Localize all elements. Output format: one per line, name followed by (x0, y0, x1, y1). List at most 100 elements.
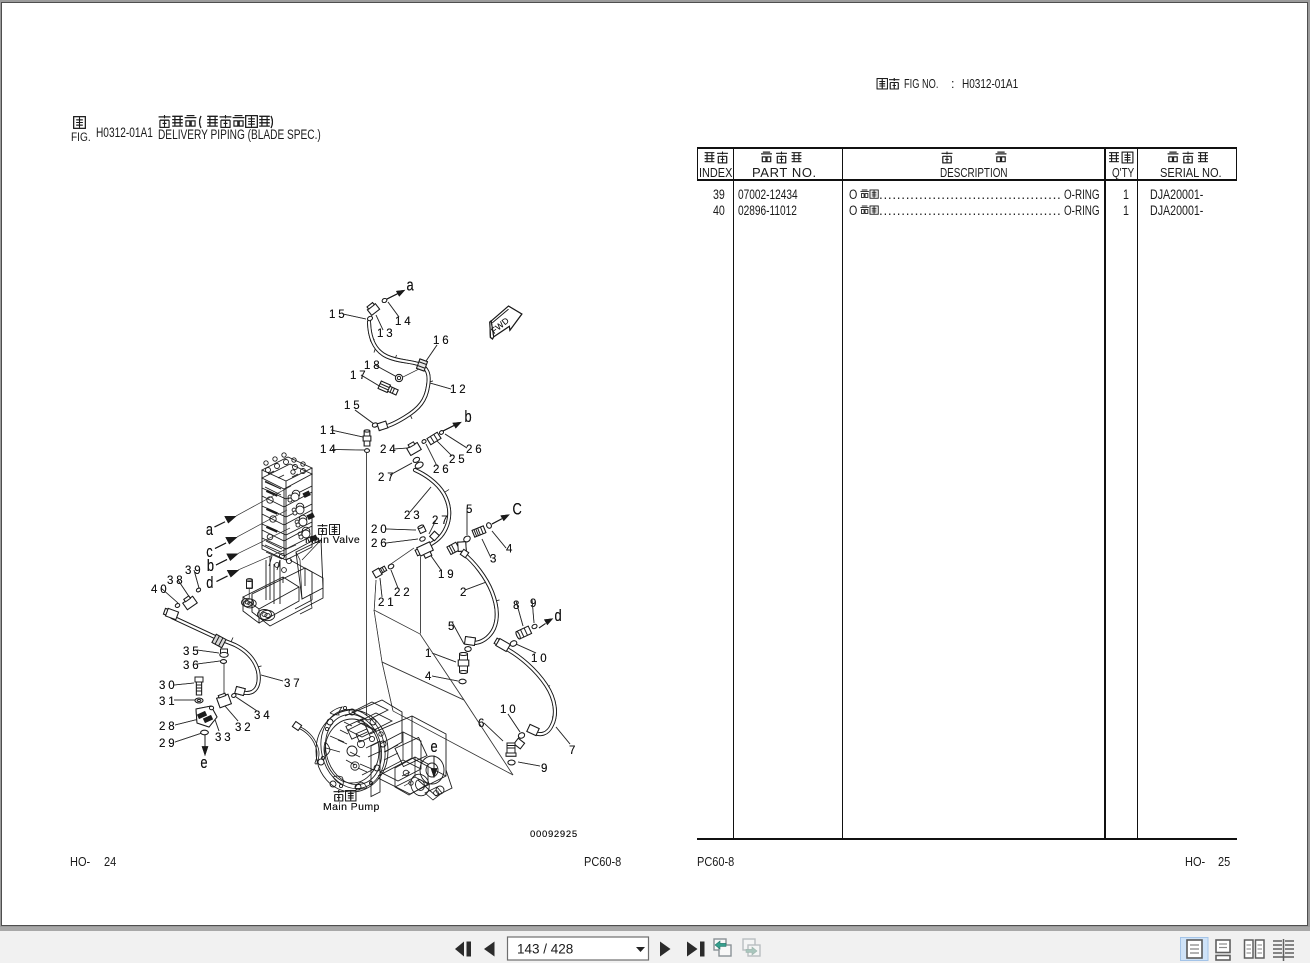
svg-text:3: 3 (490, 554, 496, 566)
svg-text:3 3: 3 3 (215, 732, 230, 744)
svg-text:d: d (206, 575, 213, 593)
svg-text:7: 7 (569, 745, 575, 757)
svg-text:3 8: 3 8 (167, 575, 182, 587)
svg-text:2 8: 2 8 (159, 721, 174, 733)
svg-text:d: d (206, 575, 213, 593)
svg-text:2 1: 2 1 (378, 597, 393, 609)
svg-text:1 1: 1 1 (320, 425, 335, 437)
svg-text:2 8: 2 8 (159, 721, 174, 733)
svg-text:3: 3 (490, 554, 496, 566)
svg-text:4: 4 (425, 671, 432, 683)
svg-text:5: 5 (448, 621, 454, 633)
svg-text:2 0: 2 0 (371, 524, 386, 536)
svg-text:1 5: 1 5 (344, 400, 359, 412)
svg-text:3 5: 3 5 (183, 646, 198, 658)
svg-text:2 3: 2 3 (404, 510, 419, 522)
svg-text:1 3: 1 3 (377, 328, 392, 340)
svg-text:2 2: 2 2 (394, 587, 409, 599)
svg-text:4 0: 4 0 (151, 584, 166, 596)
svg-text:1 9: 1 9 (438, 569, 453, 581)
svg-text:Main Valve: Main Valve (305, 534, 360, 546)
svg-text:9: 9 (530, 598, 536, 610)
svg-text:C: C (513, 501, 523, 519)
svg-text:c: c (206, 544, 212, 562)
svg-text:1 4: 1 4 (395, 316, 411, 328)
svg-text:1 8: 1 8 (364, 360, 379, 372)
svg-text:2 6: 2 6 (433, 464, 448, 476)
svg-text:3 2: 3 2 (235, 722, 250, 734)
svg-text:d: d (555, 608, 562, 626)
svg-text:3 8: 3 8 (167, 575, 182, 587)
svg-text:1 9: 1 9 (438, 569, 453, 581)
svg-text:3 1: 3 1 (159, 696, 174, 708)
svg-text:1 2: 1 2 (450, 384, 465, 396)
svg-text:8: 8 (513, 600, 519, 612)
svg-text:4: 4 (506, 544, 513, 556)
svg-text:b: b (465, 409, 472, 427)
svg-text:2 7: 2 7 (432, 515, 447, 527)
svg-text:1: 1 (425, 648, 431, 660)
svg-text:1 6: 1 6 (433, 335, 448, 347)
svg-text:a: a (206, 522, 214, 540)
svg-text:e: e (200, 755, 207, 773)
svg-text:1 4: 1 4 (320, 444, 336, 456)
svg-text:2 3: 2 3 (404, 510, 419, 522)
svg-text:3 2: 3 2 (235, 722, 250, 734)
svg-text:1 3: 1 3 (377, 328, 392, 340)
svg-text:3 4: 3 4 (254, 710, 270, 722)
svg-text:2: 2 (460, 587, 466, 599)
svg-text:2 1: 2 1 (378, 597, 393, 609)
svg-text:2 6: 2 6 (371, 538, 386, 550)
svg-text:b: b (465, 409, 472, 427)
svg-text:3 6: 3 6 (183, 660, 198, 672)
svg-text:b: b (207, 558, 214, 576)
svg-text:2 7: 2 7 (432, 515, 447, 527)
svg-text:3 7: 3 7 (284, 678, 299, 690)
svg-text:1 0: 1 0 (531, 653, 546, 665)
svg-text:1 4: 1 4 (395, 316, 411, 328)
svg-text:e: e (431, 739, 438, 757)
svg-text:2 0: 2 0 (371, 524, 386, 536)
svg-text:1 7: 1 7 (350, 370, 365, 382)
svg-text:3 0: 3 0 (159, 680, 174, 692)
svg-text:3 0: 3 0 (159, 680, 174, 692)
svg-text:2 6: 2 6 (371, 538, 386, 550)
svg-text:1 4: 1 4 (320, 444, 336, 456)
svg-text:a: a (407, 277, 415, 295)
svg-text:3 6: 3 6 (183, 660, 198, 672)
svg-text:a: a (407, 277, 415, 295)
svg-text:2 9: 2 9 (159, 738, 174, 750)
svg-text:2 2: 2 2 (394, 587, 409, 599)
svg-text:d: d (555, 608, 562, 626)
svg-text:00092925: 00092925 (530, 829, 578, 840)
svg-text:e: e (431, 739, 438, 757)
svg-text:3 3: 3 3 (215, 732, 230, 744)
svg-text:3 1: 3 1 (159, 696, 174, 708)
svg-text:2: 2 (460, 587, 466, 599)
svg-text:2 5: 2 5 (449, 454, 464, 466)
svg-text:Main Pump: Main Pump (323, 801, 380, 813)
svg-text:3 9: 3 9 (185, 565, 200, 577)
svg-text:1 2: 1 2 (450, 384, 465, 396)
svg-text:1 1: 1 1 (320, 425, 335, 437)
svg-text:e: e (200, 755, 207, 773)
svg-text:00092925: 00092925 (530, 829, 578, 840)
svg-text:4: 4 (425, 671, 432, 683)
svg-text:1 7: 1 7 (350, 370, 365, 382)
svg-text:2 5: 2 5 (449, 454, 464, 466)
svg-text:1 0: 1 0 (531, 653, 546, 665)
svg-text:2 6: 2 6 (466, 444, 481, 456)
svg-text:6: 6 (478, 718, 484, 730)
svg-text:143 / 428: 143 / 428 (517, 942, 573, 957)
svg-text:1 5: 1 5 (344, 400, 359, 412)
svg-text:1 0: 1 0 (500, 704, 515, 716)
svg-text:c: c (206, 544, 212, 562)
svg-text:1 5: 1 5 (329, 309, 344, 321)
svg-text:Main Valve: Main Valve (305, 534, 360, 546)
svg-text:8: 8 (513, 600, 519, 612)
svg-text:Main Pump: Main Pump (323, 801, 380, 813)
svg-text:2 4: 2 4 (380, 444, 396, 456)
svg-text:1 8: 1 8 (364, 360, 379, 372)
svg-text:2 6: 2 6 (466, 444, 481, 456)
svg-text:2 7: 2 7 (378, 472, 393, 484)
